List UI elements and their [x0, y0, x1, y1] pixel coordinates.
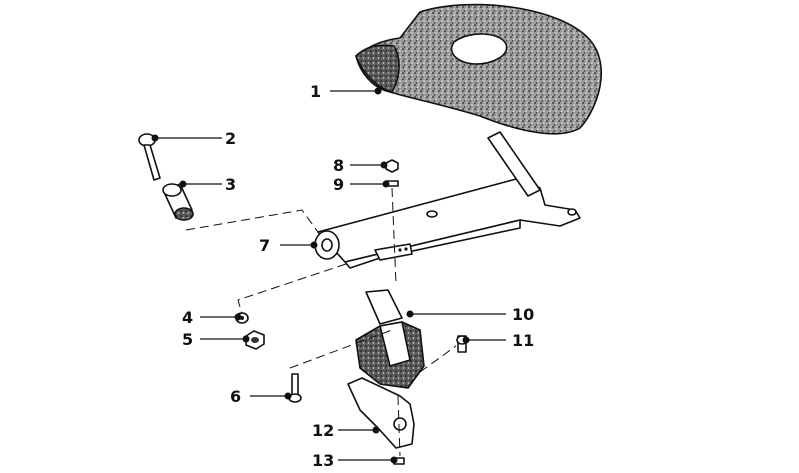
svg-text:7: 7 — [259, 236, 270, 255]
callout-6: 6 — [230, 387, 292, 406]
svg-text:11: 11 — [512, 331, 534, 350]
callout-1: 1 — [310, 82, 382, 101]
callout-3: 3 — [179, 175, 236, 194]
svg-text:2: 2 — [225, 129, 236, 148]
callout-2: 2 — [151, 129, 236, 148]
svg-text:3: 3 — [225, 175, 236, 194]
svg-text:10: 10 — [512, 305, 534, 324]
svg-text:8: 8 — [333, 156, 344, 175]
callout-13: 13 — [312, 451, 398, 470]
svg-text:4: 4 — [182, 308, 193, 327]
svg-text:12: 12 — [312, 421, 334, 440]
svg-text:6: 6 — [230, 387, 241, 406]
nut-part — [245, 330, 265, 350]
bushing-part — [162, 183, 194, 221]
callout-8: 8 — [333, 156, 388, 175]
callout-12: 12 — [312, 421, 380, 440]
callout-4: 4 — [182, 308, 242, 327]
callout-11: 11 — [462, 331, 534, 350]
svg-text:5: 5 — [182, 330, 193, 349]
frame-arm-part — [314, 131, 581, 269]
svg-text:1: 1 — [310, 82, 321, 101]
rubber-mount-part — [355, 289, 425, 389]
svg-text:9: 9 — [333, 175, 344, 194]
assembly-lines — [185, 187, 457, 457]
bracket-plate-part — [347, 377, 415, 449]
seat-pad-part — [355, 3, 603, 135]
callout-5: 5 — [182, 330, 250, 349]
svg-text:13: 13 — [312, 451, 334, 470]
callout-9: 9 — [333, 175, 390, 194]
small-nut-part — [385, 159, 399, 173]
callout-10: 10 — [406, 305, 534, 324]
callout-7: 7 — [259, 236, 318, 255]
